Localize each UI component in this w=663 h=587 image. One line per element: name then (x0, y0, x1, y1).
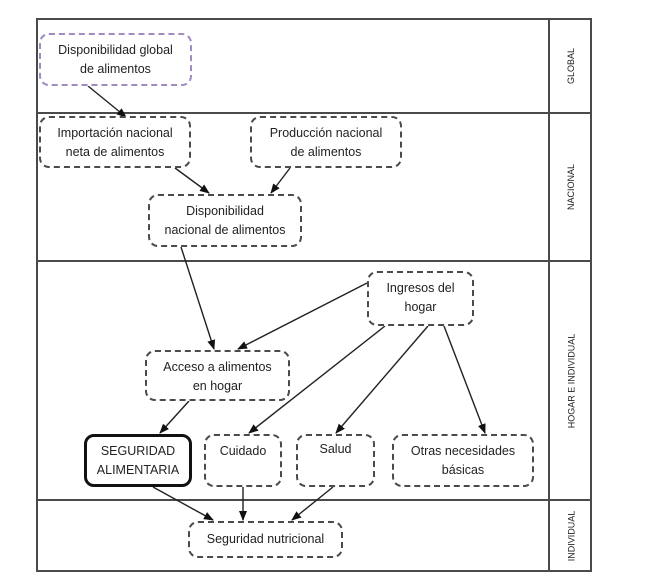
node-text-line: neta de alimentos (65, 145, 165, 159)
node-acceso-alimentos: Acceso a alimentos en hogar (145, 350, 290, 401)
node-disponibilidad-global: Disponibilidad global de alimentos (39, 33, 192, 86)
edge-arrow-disp_nacional-to-acceso (180, 246, 216, 350)
edge-arrow-importacion-to-disp_nacional (174, 167, 210, 194)
diagram-frame (36, 18, 592, 572)
node-text-line: SEGURIDAD (100, 443, 176, 458)
node-text-line: Ingresos del (386, 281, 455, 295)
node-text-line: de alimentos (80, 62, 151, 76)
node-cuidado: Cuidado (204, 434, 282, 487)
node-otras-necesidades: Otras necesidades básicas (392, 434, 534, 487)
node-seguridad-nutricional: Seguridad nutricional (188, 521, 343, 558)
edge-arrow-produccion-to-disp_nacional (270, 167, 291, 194)
node-text-line: Disponibilidad global (58, 43, 173, 57)
node-text-line: Disponibilidad (186, 204, 264, 218)
node-seguridad-alimentaria: SEGURIDAD ALIMENTARIA (84, 434, 192, 487)
level-divider-global-nacional (36, 112, 592, 114)
node-text-line: Producción nacional (269, 126, 383, 140)
node-disponibilidad-nacional: Disponibilidad nacional de alimentos (148, 194, 302, 247)
edge-arrow-ingresos-to-cuidado (248, 325, 386, 434)
node-text-line: Salud (319, 442, 352, 456)
node-text-line: hogar (404, 300, 437, 314)
node-text-line: en hogar (192, 379, 243, 393)
level-divider-nacional-hogar (36, 260, 592, 262)
node-text-line: Otras necesidades (410, 444, 516, 458)
node-text-line: ALIMENTARIA (96, 462, 180, 477)
node-text-line: Acceso a alimentos (163, 360, 272, 374)
edge-arrow-acceso-to-seguridad_alimentaria (159, 400, 190, 434)
edge-arrow-salud-to-seguridad_nutricional (291, 486, 334, 521)
edge-arrow-ingresos-to-acceso (237, 282, 368, 350)
node-ingresos-hogar: Ingresos del hogar (367, 271, 474, 326)
level-column-divider (548, 18, 550, 572)
node-text-line: Cuidado (219, 444, 267, 458)
node-text-line: Importación nacional (57, 126, 173, 140)
node-text-line: nacional de alimentos (164, 223, 286, 237)
edge-arrow-ingresos-to-otras (443, 325, 486, 434)
node-text-line: de alimentos (290, 145, 362, 159)
edge-arrow-seguridad_alimentaria-to-seguridad_nutricional (152, 486, 214, 521)
edge-arrow-disp_global-to-importacion (87, 85, 127, 118)
node-salud: Salud (296, 434, 375, 487)
node-produccion-nacional: Producción nacional de alimentos (250, 116, 402, 168)
node-text-line: básicas (441, 463, 485, 477)
node-importacion-nacional: Importación nacional neta de alimentos (39, 116, 191, 168)
level-divider-hogar-individual (36, 499, 592, 501)
node-text-line: Seguridad nutricional (206, 532, 325, 546)
edge-arrow-ingresos-to-salud (335, 325, 429, 434)
